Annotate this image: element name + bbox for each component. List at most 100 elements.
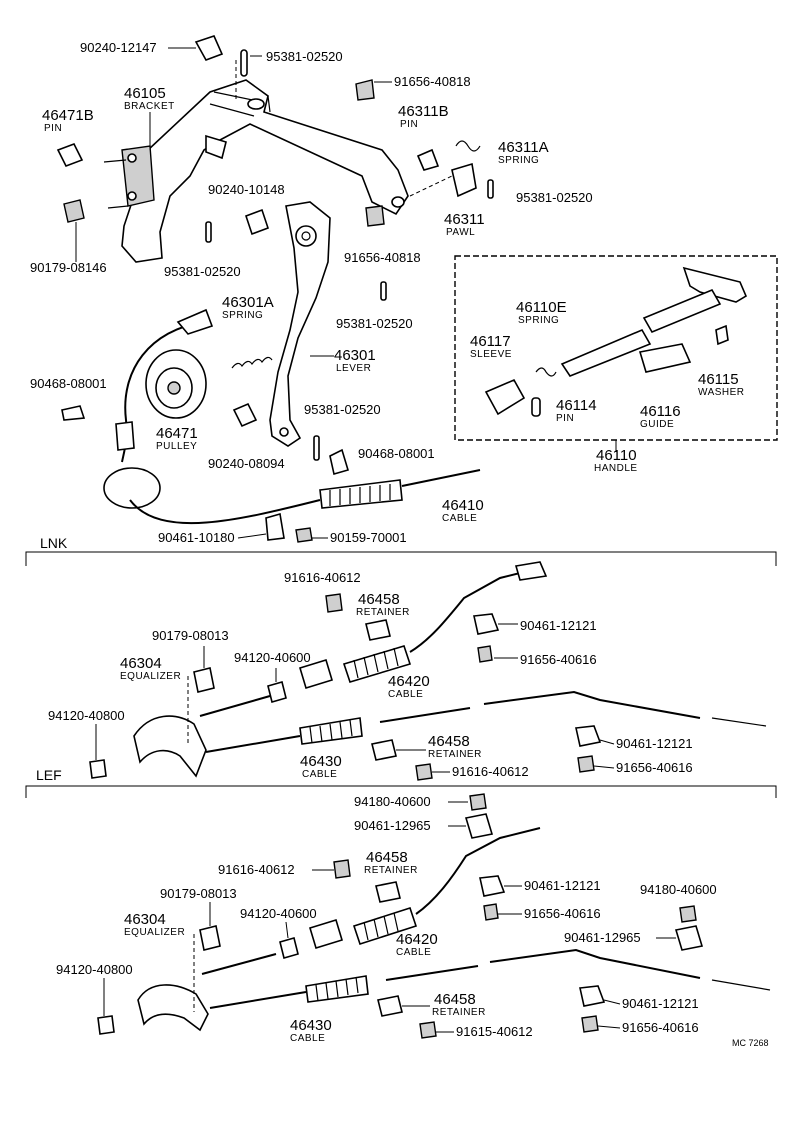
lef-label-94120-40600: 94120-40600 xyxy=(240,906,317,921)
clamp-90461-12121-upper xyxy=(473,613,500,635)
bracket-46105-drawing xyxy=(103,79,409,263)
lef-label-cable-b: CABLE xyxy=(396,947,431,958)
label-90468-08001-mid: 90468-08001 xyxy=(358,446,435,461)
label-pawl: PAWL xyxy=(446,227,475,238)
lef-bolt-91656-40616-upper xyxy=(483,903,499,921)
label-sleeve: SLEEVE xyxy=(470,349,512,360)
label-90240-12147: 90240-12147 xyxy=(80,40,157,55)
lef-retainer-46458-upper xyxy=(375,881,401,903)
clamp-90461-12121-lower xyxy=(575,725,602,747)
label-95381-02520-right: 95381-02520 xyxy=(516,190,593,205)
lnk-label-94120-40800: 94120-40800 xyxy=(48,708,125,723)
nut-90179-08013 xyxy=(193,667,215,693)
lnk-label-46430: 46430 xyxy=(300,753,342,770)
lef-bolt-91615-40612-lower xyxy=(419,1021,437,1039)
label-pin-a: PIN xyxy=(44,123,62,134)
label-pin-c: PIN xyxy=(556,413,574,424)
lef-label-94180-40600-upper: 94180-40600 xyxy=(354,794,431,809)
guide-46116-drawing xyxy=(638,343,692,373)
lef-equalizer-46304-drawing xyxy=(137,984,209,1032)
label-90240-08094: 90240-08094 xyxy=(208,456,285,471)
lnk-label-cable-c: CABLE xyxy=(302,769,337,780)
section-label-lef: LEF xyxy=(36,767,62,783)
lef-label-46458-upper: 46458 xyxy=(366,849,408,866)
bolt-91656-40616-upper xyxy=(477,645,493,663)
lef-bolt-91656-40616-lower xyxy=(581,1015,599,1033)
bolt-91656-mid xyxy=(365,205,385,227)
lnk-label-91656-40616-upper: 91656-40616 xyxy=(520,652,597,667)
label-46311b: 46311B xyxy=(398,103,449,120)
lnk-label-46458-upper: 46458 xyxy=(358,591,400,608)
lef-label-46430: 46430 xyxy=(290,1017,332,1034)
lnk-label-90461-12121-upper: 90461-12121 xyxy=(520,618,597,633)
lef-label-91656-40616-lower: 91656-40616 xyxy=(622,1020,699,1035)
label-spring-c: SPRING xyxy=(518,315,559,326)
label-90179-08146: 90179-08146 xyxy=(30,260,107,275)
lef-clamp-90461-12121-upper xyxy=(479,875,506,897)
bolt-90159-70001 xyxy=(295,527,313,543)
label-46301a: 46301A xyxy=(222,294,274,311)
nut-94120-40600 xyxy=(267,681,287,703)
pin-95381-low xyxy=(313,435,320,461)
pin-46471b xyxy=(56,142,84,168)
lnk-label-90461-12121-lower: 90461-12121 xyxy=(616,736,693,751)
equalizer-46304-drawing xyxy=(133,715,207,778)
lef-label-retainer-lower: RETAINER xyxy=(432,1007,486,1018)
pin-95381-pawl xyxy=(487,179,494,199)
lef-label-90461-12121-lower: 90461-12121 xyxy=(622,996,699,1011)
label-46301: 46301 xyxy=(334,347,376,364)
washer-46115-drawing xyxy=(715,324,729,346)
pin-46114-drawing xyxy=(531,397,541,417)
collar-90240-12147 xyxy=(194,35,224,61)
drawing-code: MC 7268 xyxy=(732,1038,769,1048)
lnk-label-cable-b: CABLE xyxy=(388,689,423,700)
lnk-label-46458-lower: 46458 xyxy=(428,733,470,750)
label-46311a: 46311A xyxy=(498,139,549,156)
section-lnk: LNK 91616-40612 46458 RETAINER 904 xyxy=(25,535,777,781)
lef-clamp-90461-12121-lower xyxy=(579,985,606,1007)
lef-nut-90179-08013 xyxy=(199,925,221,951)
retainer-46458-lower xyxy=(371,739,397,761)
lef-label-94180-40600-lower: 94180-40600 xyxy=(640,882,717,897)
lef-label-90179-08013: 90179-08013 xyxy=(160,886,237,901)
rod-46110e-drawing xyxy=(560,328,652,377)
lef-retainer-46458-lower xyxy=(377,995,403,1017)
nut-90179-08146 xyxy=(63,199,85,223)
lnk-label-46304: 46304 xyxy=(120,655,162,672)
bolt-91616-40612-upper xyxy=(325,593,343,613)
label-46116: 46116 xyxy=(640,403,681,420)
lef-label-90461-12121-upper: 90461-12121 xyxy=(524,878,601,893)
label-pulley: PULLEY xyxy=(156,441,197,452)
pulley-46471-drawing xyxy=(145,349,207,419)
label-lever: LEVER xyxy=(336,363,371,374)
label-90468-08001-left: 90468-08001 xyxy=(30,376,107,391)
label-46117: 46117 xyxy=(470,333,511,350)
bolt-91616-40612-lower xyxy=(415,763,433,781)
lnk-label-retainer-lower: RETAINER xyxy=(428,749,482,760)
label-91656-40818-mid: 91656-40818 xyxy=(344,250,421,265)
lef-nut-94120-40600 xyxy=(279,937,299,959)
lef-label-46304: 46304 xyxy=(124,911,166,928)
label-90240-10148: 90240-10148 xyxy=(208,182,285,197)
lef-label-46458-lower: 46458 xyxy=(434,991,476,1008)
label-95381-02520-lever: 95381-02520 xyxy=(336,316,413,331)
section-lef: LEF 94180-40600 90461- xyxy=(25,767,777,1048)
lef-label-retainer-upper: RETAINER xyxy=(364,865,418,876)
label-washer: WASHER xyxy=(698,387,745,398)
spring-46110e-drawing xyxy=(535,367,557,377)
collar-90240-08094 xyxy=(232,402,258,428)
bolt-91656-40818 xyxy=(355,79,375,101)
collar-90240-10148 xyxy=(244,208,270,236)
lef-label-46420: 46420 xyxy=(396,931,438,948)
clip-90468-left xyxy=(61,405,86,421)
label-46311: 46311 xyxy=(444,211,485,228)
cable-46410-drawing xyxy=(103,308,481,525)
top-labels: 90240-12147 95381-02520 91656-40818 4610… xyxy=(30,40,745,545)
label-46410: 46410 xyxy=(442,497,484,514)
label-95381-02520-mid: 95381-02520 xyxy=(164,264,241,279)
lef-label-91656-40616-upper: 91656-40616 xyxy=(524,906,601,921)
label-46114: 46114 xyxy=(556,397,597,414)
label-46110e: 46110E xyxy=(516,299,567,316)
